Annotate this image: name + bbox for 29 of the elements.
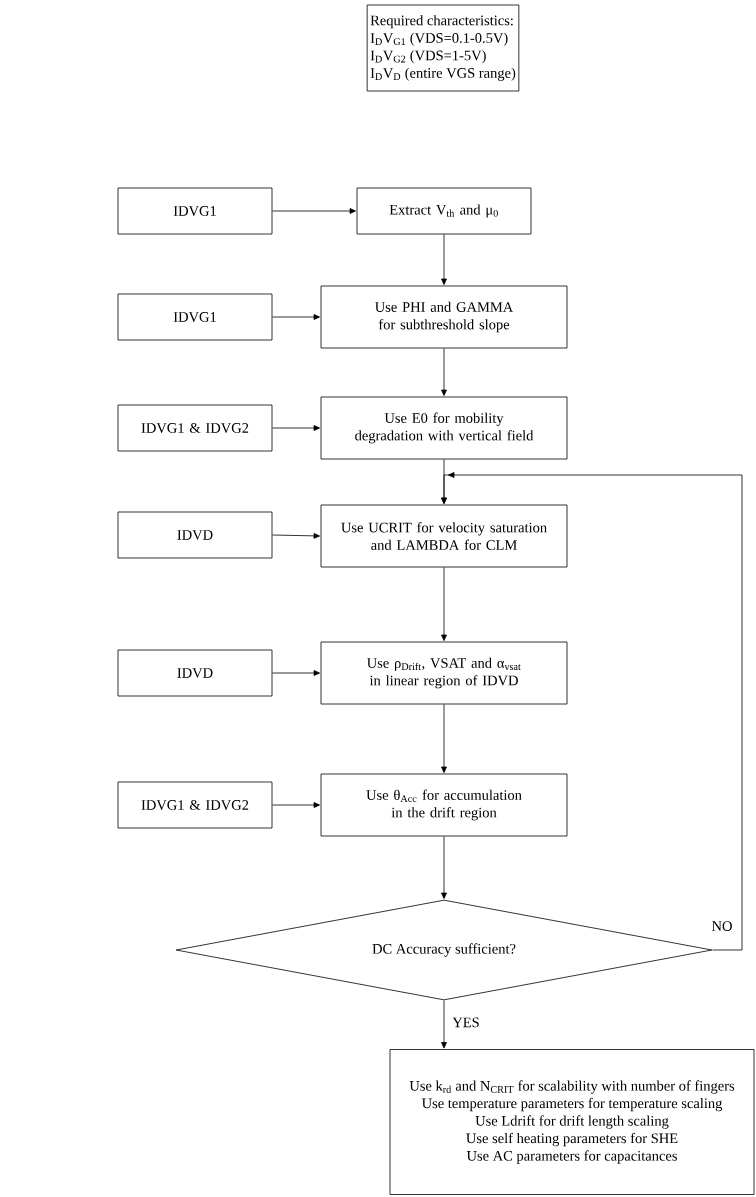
arrow — [272, 208, 356, 214]
arrow — [272, 670, 320, 676]
process-box: Use UCRIT for velocity saturation and LAMBDA for CLM — [320, 504, 568, 568]
arrow — [441, 234, 447, 285]
arrow — [272, 533, 320, 539]
process-box: Use ρ$_{Drift}$, VSAT and α$_{vsat}$ in linear region of IDVD — [320, 641, 568, 705]
arrow — [441, 704, 447, 773]
arrow — [272, 802, 320, 808]
process-box: Use θ$_{Acc}$ for accumulation in the drift region — [320, 773, 568, 837]
edge-label: NO — [710, 920, 734, 932]
requirements-box: Required characteristics: I$_{D}$V$_{G1}$ (VDS=0.1-0.5V) I$_{D}$V$_{G2}$ (VDS=1-5V) I$_{D}$V$_{D}$ (entire VGS range) — [366, 4, 520, 92]
result-box: Use k$_{rd}$ and N$_{CRIT}$ for scalability with number of fingers Use temperature parameters for temperature scaling Use Ldrift for drift length scaling Use self heating parameters for SHE Use AC parameters for capacitances — [389, 1049, 755, 1195]
input-box: IDVD — [117, 649, 273, 697]
process-box: Extract V$_{th}$ and μ$_{0}$ — [356, 187, 532, 235]
input-box: IDVG1 — [117, 187, 273, 235]
edge-label: YES — [451, 1016, 481, 1029]
input-box: IDVG1 & IDVG2 — [117, 781, 273, 829]
input-box: IDVD — [117, 511, 273, 559]
input-box: IDVG1 & IDVG2 — [117, 404, 273, 452]
arrow — [441, 836, 447, 899]
arrow — [441, 472, 743, 951]
input-box: IDVG1 — [117, 293, 273, 341]
process-box: Use PHI and GAMMA for subthreshold slope — [320, 285, 568, 349]
arrow — [272, 425, 320, 431]
process-box: Use E0 for mobility degradation with vertical field — [320, 396, 568, 460]
arrow — [441, 567, 447, 641]
arrow — [441, 348, 447, 396]
arrow — [441, 1000, 447, 1049]
arrow — [272, 314, 320, 320]
